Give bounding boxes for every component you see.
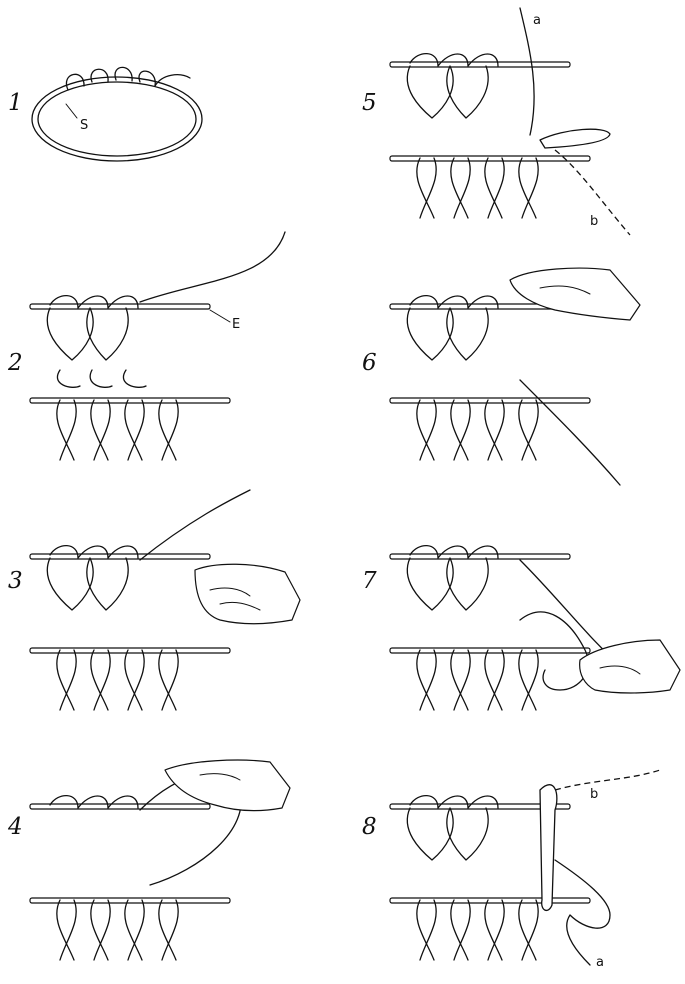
step-3-number: 3 bbox=[8, 568, 23, 594]
working-yarn bbox=[140, 232, 285, 302]
knitting-fabric bbox=[30, 796, 230, 960]
pulled-loop bbox=[540, 129, 610, 148]
upper-needle bbox=[30, 554, 210, 559]
step-6-panel: 6 bbox=[362, 268, 640, 485]
yarn-b-dashed bbox=[555, 770, 660, 790]
step-5-number: 5 bbox=[362, 90, 377, 116]
leader-s bbox=[66, 104, 77, 118]
knitting-fabric bbox=[390, 546, 590, 710]
step-2-panel: 2 E bbox=[7, 232, 285, 460]
upper-needle bbox=[30, 304, 210, 309]
step-4-number: 4 bbox=[7, 814, 23, 840]
hand-icon bbox=[165, 760, 290, 811]
step-2-number: 2 bbox=[7, 350, 23, 376]
yarn-ring bbox=[32, 77, 202, 161]
label-b: b bbox=[590, 787, 598, 802]
label-e: E bbox=[232, 317, 240, 332]
step-8-number: 8 bbox=[362, 814, 377, 840]
step-8-panel: 8 b a bbox=[362, 770, 660, 970]
label-b: b bbox=[590, 214, 598, 229]
label-a: a bbox=[533, 13, 541, 28]
label-a: a bbox=[596, 955, 604, 970]
leader-e bbox=[210, 310, 230, 322]
hand-icon bbox=[195, 564, 300, 624]
step-6-number: 6 bbox=[362, 350, 377, 376]
step-7-number: 7 bbox=[362, 568, 377, 594]
hand-icon bbox=[510, 268, 640, 320]
step-1-number: 1 bbox=[8, 90, 23, 116]
step-3-panel: 3 bbox=[8, 490, 300, 710]
hand-icon bbox=[580, 640, 680, 693]
label-s: S bbox=[80, 118, 88, 133]
step-7-panel: 7 bbox=[362, 546, 680, 710]
step-5-panel: 5 a b bbox=[362, 8, 630, 235]
step-4-panel: 4 bbox=[7, 760, 290, 960]
knitting-fabric bbox=[390, 796, 590, 960]
vertical-loop bbox=[540, 785, 557, 911]
step-1-panel: 1 S bbox=[8, 67, 202, 161]
working-yarn bbox=[520, 380, 620, 485]
upper-needle bbox=[390, 554, 570, 559]
working-yarn bbox=[140, 490, 250, 560]
upper-needle bbox=[390, 62, 570, 67]
upper-needle bbox=[30, 804, 210, 809]
yarn-a bbox=[555, 860, 610, 965]
knitting-fabric bbox=[390, 296, 590, 460]
knitting-fabric bbox=[30, 296, 230, 460]
